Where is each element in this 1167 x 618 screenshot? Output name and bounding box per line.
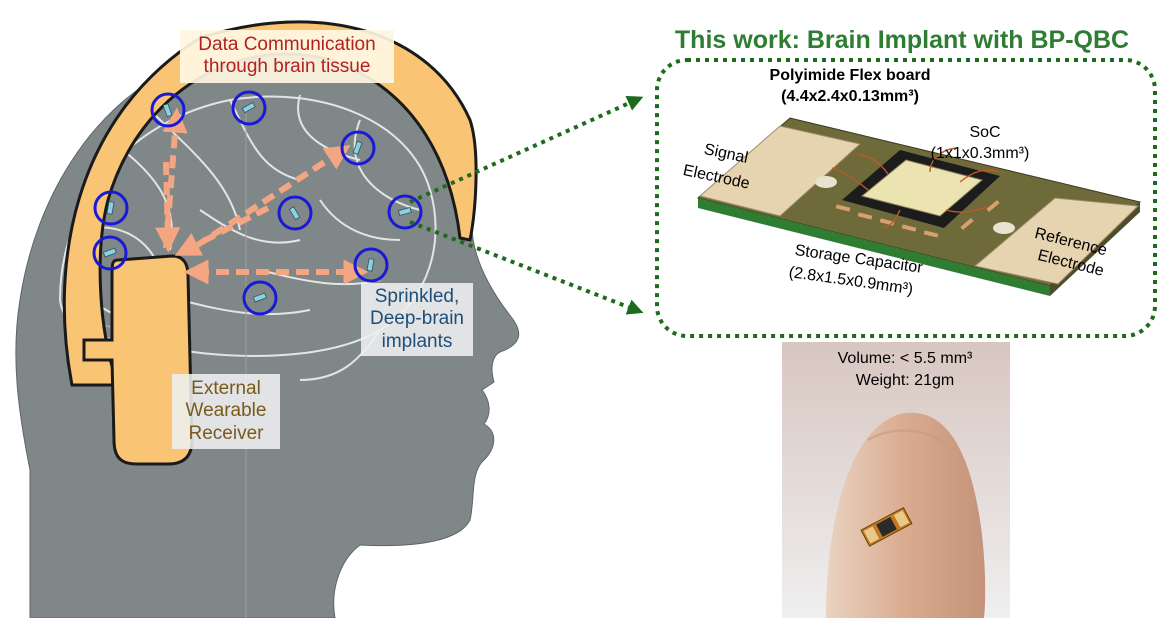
receiver-label-line-1: External: [191, 378, 261, 399]
volume-label: Volume: < 5.5 mm³: [837, 350, 973, 367]
receiver-label-line-3: Receiver: [188, 422, 264, 444]
implants-label-line-3: implants: [381, 330, 453, 352]
implants-label-line-1: Sprinkled,: [374, 286, 460, 307]
implant-in-photo: [860, 506, 913, 547]
weight-label: Weight: 21gm: [855, 372, 955, 389]
communication-label: Data Communication through brain tissue: [180, 30, 394, 83]
soc-label: SoC: [969, 124, 1001, 141]
signal-electrode-pad: [698, 125, 862, 217]
board-dimensions: (4.4x2.4x0.13mm³): [781, 88, 919, 105]
flex-board: [696, 117, 1142, 296]
callout-box: [655, 58, 1157, 338]
implants-label-line-2: Deep-brain: [370, 308, 464, 330]
finger-photo: [782, 342, 1010, 618]
implants-label: Sprinkled, Deep-brain implants: [361, 283, 473, 357]
figure-title: This work: Brain Implant with BP-QBC: [674, 26, 1130, 54]
communication-label-line-2: through brain tissue: [203, 56, 371, 78]
implant-circles: [92, 90, 423, 316]
receiver-label-line-2: Wearable: [185, 400, 267, 422]
soc-die: [860, 159, 984, 217]
head-silhouette: [15, 46, 520, 618]
soc-dimensions: (1x1x0.3mm³): [930, 145, 1030, 162]
bond-wires: [831, 147, 1001, 229]
implant-chips: [102, 101, 412, 303]
reference-electrode-pad: [973, 197, 1140, 285]
communication-label-line-1: Data Communication: [198, 34, 376, 55]
communication-arrows: [155, 107, 369, 285]
receiver-label: External Wearable Receiver: [172, 374, 280, 450]
board-title: Polyimide Flex board: [769, 67, 931, 84]
